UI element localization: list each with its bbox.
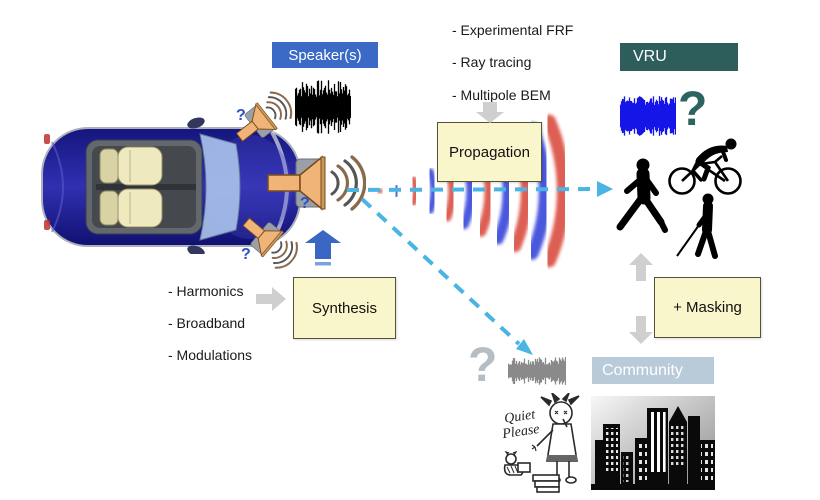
propagation-method-item: - Multipole BEM <box>452 87 551 103</box>
speakers-label: Speaker(s) <box>272 42 378 68</box>
speaker-horn-top-icon <box>235 91 293 142</box>
pedestrian-icon <box>616 158 668 233</box>
arrow-up-to-speakers-icon <box>305 230 341 266</box>
cartoon-caption-line2: Please <box>500 422 540 442</box>
propagation-method-item: - Experimental FRF <box>452 22 574 38</box>
synthesis-feature-item: - Broadband <box>168 315 246 331</box>
synthesis-box-text: Synthesis <box>311 299 378 317</box>
propagation-box-text: Propagation <box>449 143 530 161</box>
vru-waveform-icon <box>620 96 676 136</box>
vru-label-text: VRU <box>633 48 667 65</box>
arrow-down-masking-icon <box>629 316 653 344</box>
speaker-horn-front-icon <box>267 155 366 211</box>
propagation-box: Propagation <box>437 122 542 182</box>
arrow-down-to-propagation-icon <box>476 102 504 123</box>
vru-label: VRU <box>620 43 738 71</box>
car-seat <box>99 188 163 228</box>
question-mark-speaker-front: ? <box>300 195 310 212</box>
cane-user-icon <box>676 193 718 259</box>
car-top-view <box>41 117 301 254</box>
community-label-text: Community <box>602 361 683 379</box>
synthesis-box: Synthesis <box>293 277 396 339</box>
speaker-horn-bottom-icon <box>242 217 298 269</box>
question-mark-vru: ? <box>678 83 708 136</box>
quiet-please-cartoon: Quiet Please <box>500 393 580 493</box>
arrow-up-masking-icon <box>629 253 653 281</box>
cartoon-caption-line1: Quiet <box>503 407 537 426</box>
city-skyline <box>591 396 715 490</box>
speakers-label-text: Speaker(s) <box>288 46 362 64</box>
masking-box-text: + Masking <box>673 299 742 316</box>
community-waveform-icon <box>508 357 566 385</box>
masking-box: + Masking <box>654 277 761 338</box>
arrow-right-to-synthesis-icon <box>256 287 286 311</box>
source-waveform-icon <box>295 80 351 134</box>
community-label: Community <box>592 357 714 384</box>
question-mark-community: ? <box>468 339 498 392</box>
car-seat <box>99 146 163 186</box>
propagation-method-item: - Ray tracing <box>452 54 532 70</box>
synthesis-feature-item: - Harmonics <box>168 283 244 299</box>
question-mark-speaker-top: ? <box>236 107 246 124</box>
synthesis-feature-item: - Modulations <box>168 347 253 363</box>
question-mark-speaker-bottom: ? <box>241 246 251 263</box>
cyclist-icon <box>668 138 742 195</box>
